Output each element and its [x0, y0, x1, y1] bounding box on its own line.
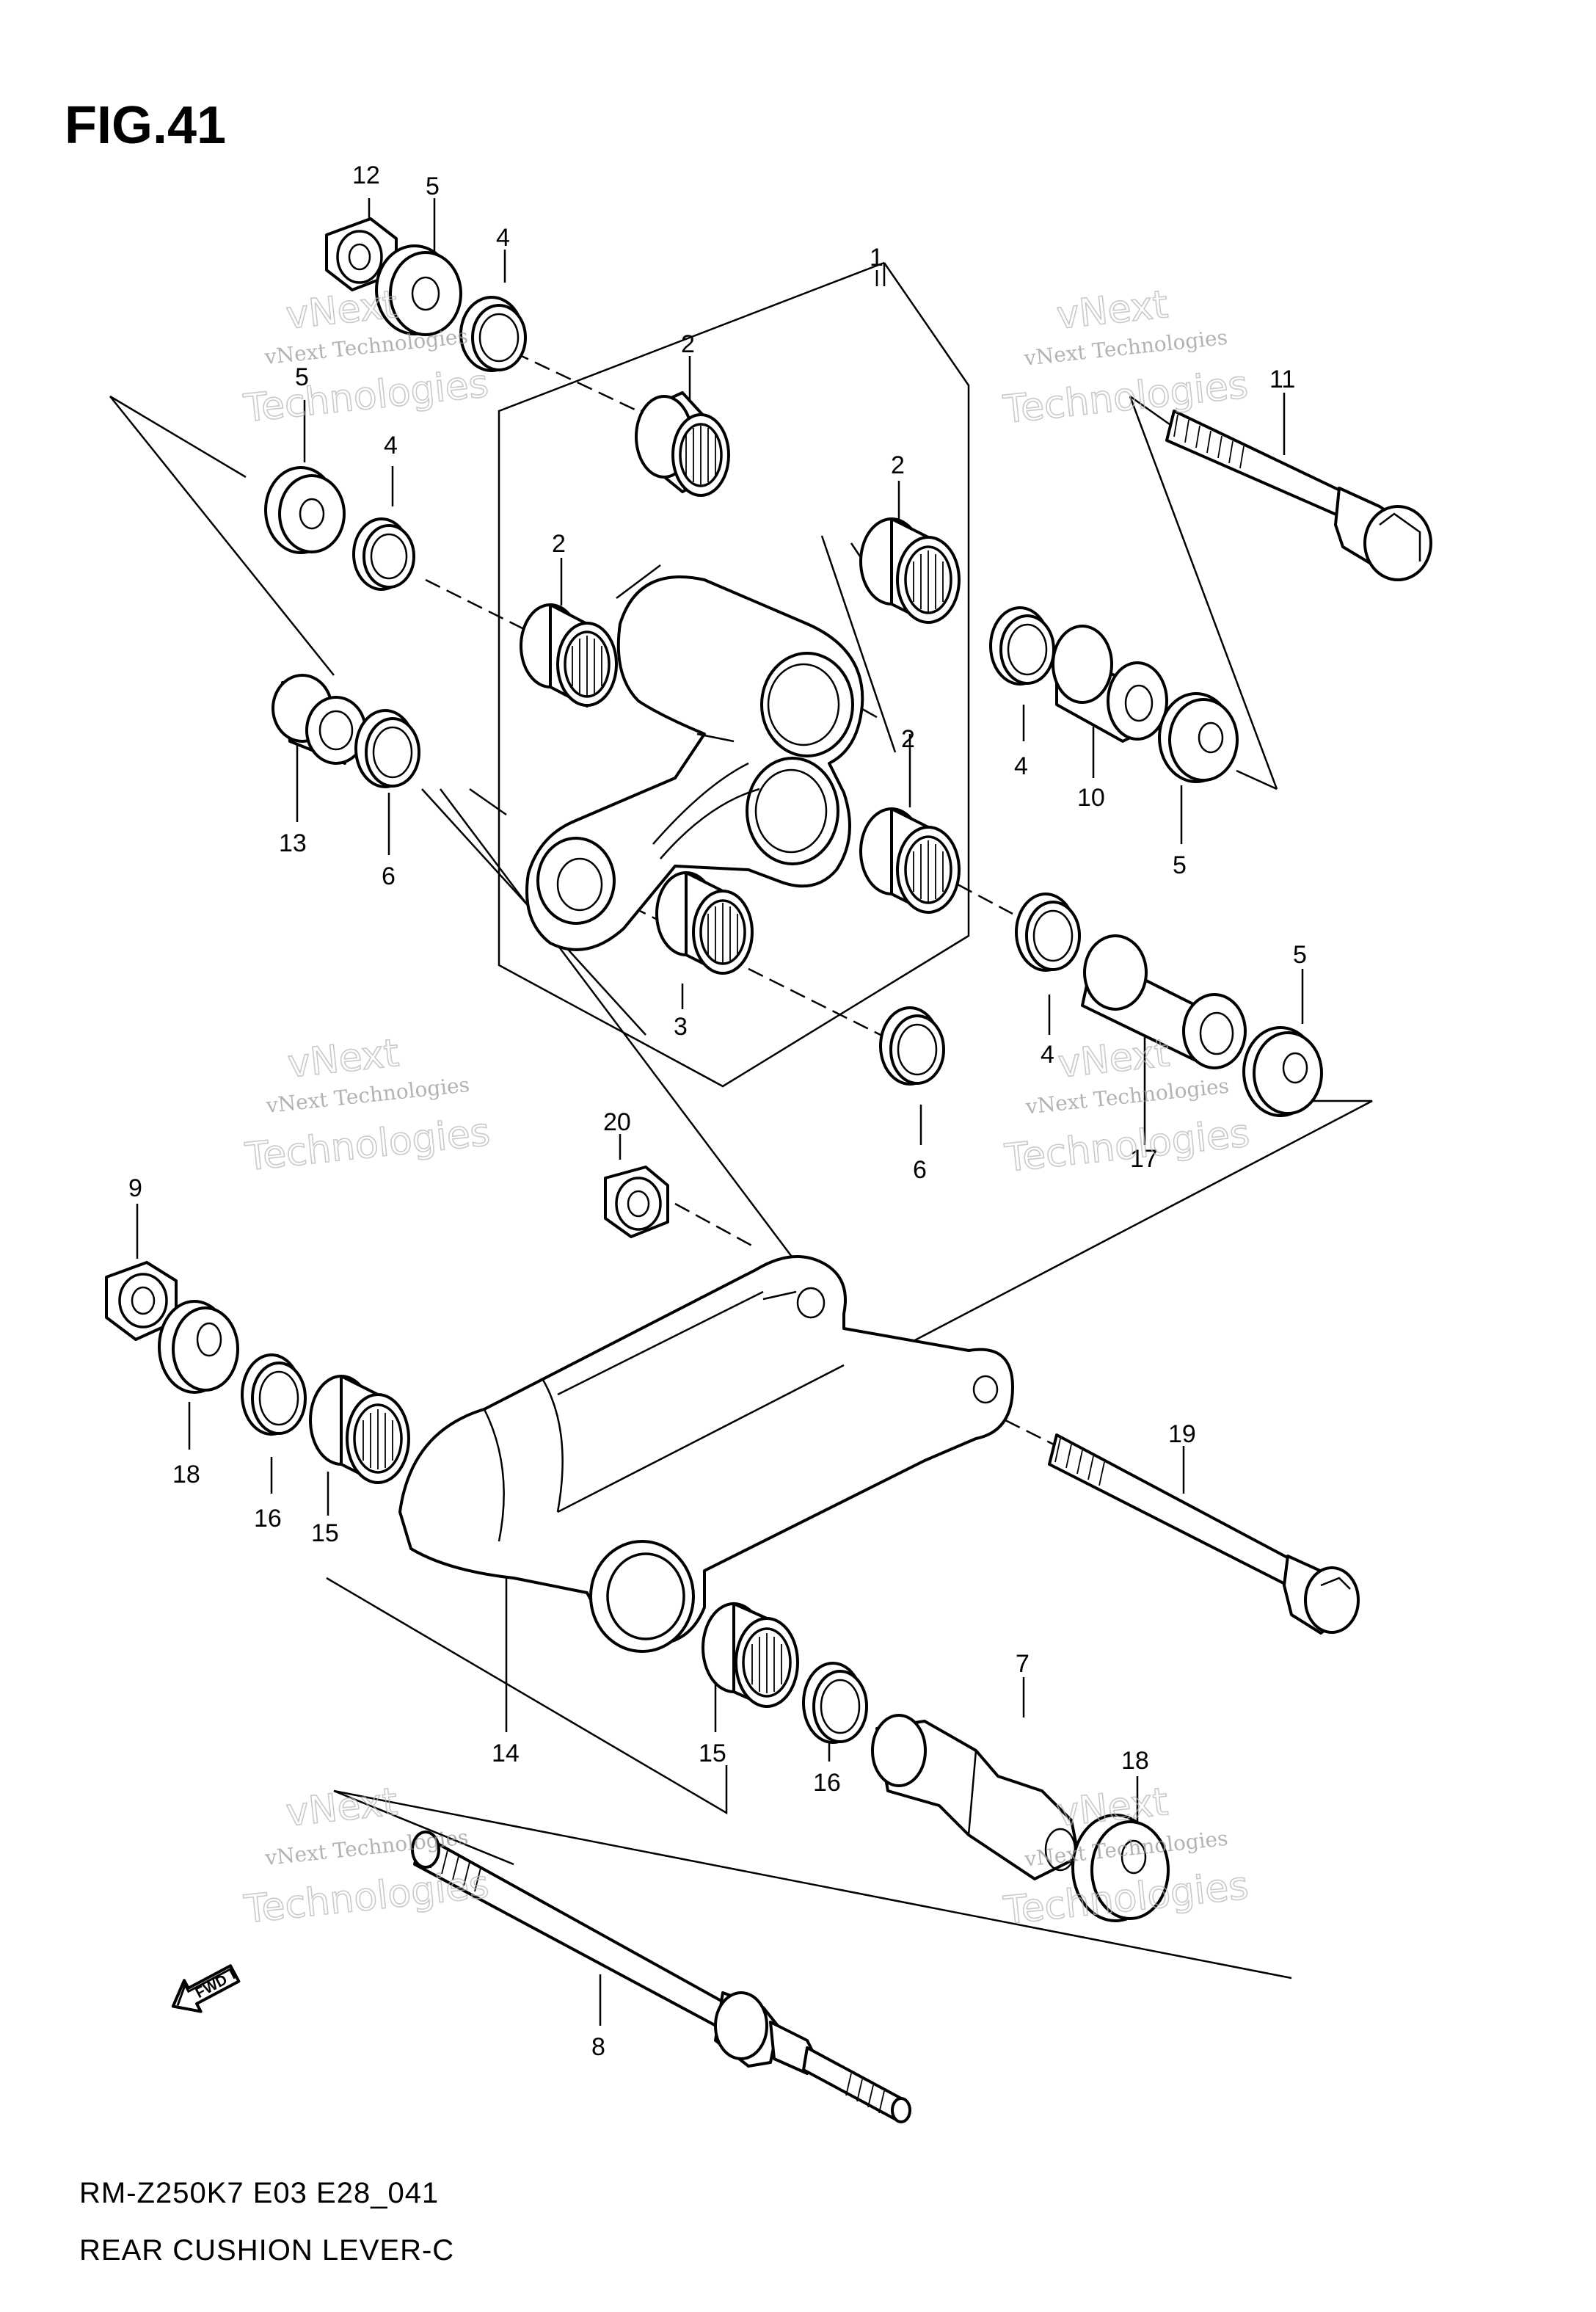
guide-lines: [109, 261, 1373, 1980]
svg-text:Technologies: Technologies: [1001, 363, 1250, 432]
callout-17: 17: [1130, 1145, 1158, 1173]
bearing-15-right: [702, 1602, 799, 1708]
callout-5-top: 5: [426, 172, 440, 200]
nut-20: [604, 1166, 669, 1238]
svg-text:Technologies: Technologies: [1002, 1111, 1251, 1181]
callout-2-left: 2: [552, 530, 566, 558]
rod-cushion-14: [398, 1255, 1014, 1653]
fwd-arrow-icon: FWD: [171, 1964, 241, 2013]
callout-10: 10: [1077, 784, 1105, 812]
spacer-10: [1052, 625, 1168, 743]
spacer-13: [272, 674, 367, 765]
seal-6-lower: [879, 1006, 945, 1086]
nut-9: [105, 1261, 178, 1341]
lever-cushion-1: [525, 575, 864, 951]
seal-4-right: [989, 606, 1055, 686]
bearing-2-left: [520, 603, 618, 708]
callout-15-right: 15: [699, 1740, 726, 1767]
callout-7: 7: [1016, 1650, 1030, 1678]
svg-text:Technologies: Technologies: [241, 362, 490, 432]
bearing-2-right: [859, 517, 961, 624]
bearing-3: [655, 871, 754, 975]
svg-text:vNext: vNext: [284, 1780, 399, 1836]
callout-16-left: 16: [254, 1505, 282, 1533]
callout-5-lower: 5: [1293, 941, 1307, 969]
callout-5-right: 5: [1173, 851, 1187, 879]
callout-4-left: 4: [384, 432, 398, 459]
callout-18-left: 18: [172, 1461, 200, 1488]
bolt-11: [1165, 410, 1432, 581]
model-code: RM-Z250K7 E03 E28_041: [79, 2177, 440, 2209]
bolt-8: [411, 1831, 911, 2123]
svg-text:vNext Technologies: vNext Technologies: [1024, 1074, 1230, 1119]
seal-4-left: [352, 517, 415, 591]
callout-16-right: 16: [813, 1769, 841, 1797]
seal-16-left: [241, 1353, 307, 1436]
callout-15-left: 15: [311, 1519, 339, 1547]
callout-3: 3: [674, 1013, 688, 1041]
bearing-15-left: [309, 1375, 410, 1484]
svg-text:Technologies: Technologies: [243, 1110, 492, 1180]
callout-numbers: 12 5 4 1 2 5 4 2 2 11 13 6 2 4 10 5 3 4 …: [128, 161, 1307, 2061]
fig-title: FIG.41: [65, 96, 227, 155]
seal-4-lower: [1015, 893, 1081, 972]
watermark-top-right: vNext vNext Technologies Technologies: [1000, 282, 1250, 432]
svg-text:vNext: vNext: [1056, 1031, 1171, 1087]
callout-4-top: 4: [496, 224, 510, 252]
bearing-2-top: [635, 391, 730, 497]
callout-13: 13: [279, 829, 307, 857]
svg-text:Technologies: Technologies: [242, 1863, 491, 1933]
svg-text:vNext: vNext: [1054, 283, 1170, 338]
washer-5-lower: [1242, 1026, 1323, 1117]
callout-6-lower: 6: [913, 1156, 927, 1184]
washer-18-left: [158, 1300, 239, 1394]
figure-name: REAR CUSHION LEVER-C: [79, 2234, 455, 2266]
callout-2-right: 2: [891, 451, 905, 479]
washer-18-right: [1071, 1814, 1170, 1922]
callout-20: 20: [603, 1108, 631, 1136]
seal-16-right: [802, 1662, 868, 1744]
svg-text:vNext: vNext: [1054, 1780, 1170, 1836]
callout-6-left: 6: [382, 862, 396, 890]
watermark-mid-left: vNext vNext Technologies Technologies: [242, 1030, 492, 1180]
bolt-19: [1048, 1433, 1360, 1635]
callout-14: 14: [492, 1740, 520, 1767]
callout-1: 1: [870, 244, 883, 272]
callout-12: 12: [352, 161, 380, 189]
callout-19: 19: [1168, 1420, 1196, 1448]
washer-5-left: [264, 466, 346, 554]
callout-5-left: 5: [295, 363, 309, 391]
svg-text:vNext: vNext: [284, 283, 399, 338]
callout-18-right: 18: [1121, 1747, 1149, 1775]
svg-text:vNext Technologies: vNext Technologies: [1022, 325, 1228, 371]
washer-5-right: [1158, 692, 1239, 783]
callout-9: 9: [128, 1174, 142, 1202]
seal-4-top: [459, 296, 527, 372]
callout-4-lower: 4: [1041, 1041, 1054, 1069]
spacer-17: [1081, 934, 1247, 1069]
callout-4-right: 4: [1014, 752, 1028, 780]
callout-2-lower: 2: [901, 725, 915, 753]
seal-6-left: [354, 709, 420, 788]
callout-8: 8: [591, 2033, 605, 2061]
svg-text:vNext: vNext: [285, 1031, 401, 1087]
washer-5-top: [375, 244, 462, 336]
callout-2-top: 2: [681, 330, 695, 358]
bearing-2-lower: [859, 807, 961, 914]
callout-11: 11: [1269, 366, 1295, 393]
